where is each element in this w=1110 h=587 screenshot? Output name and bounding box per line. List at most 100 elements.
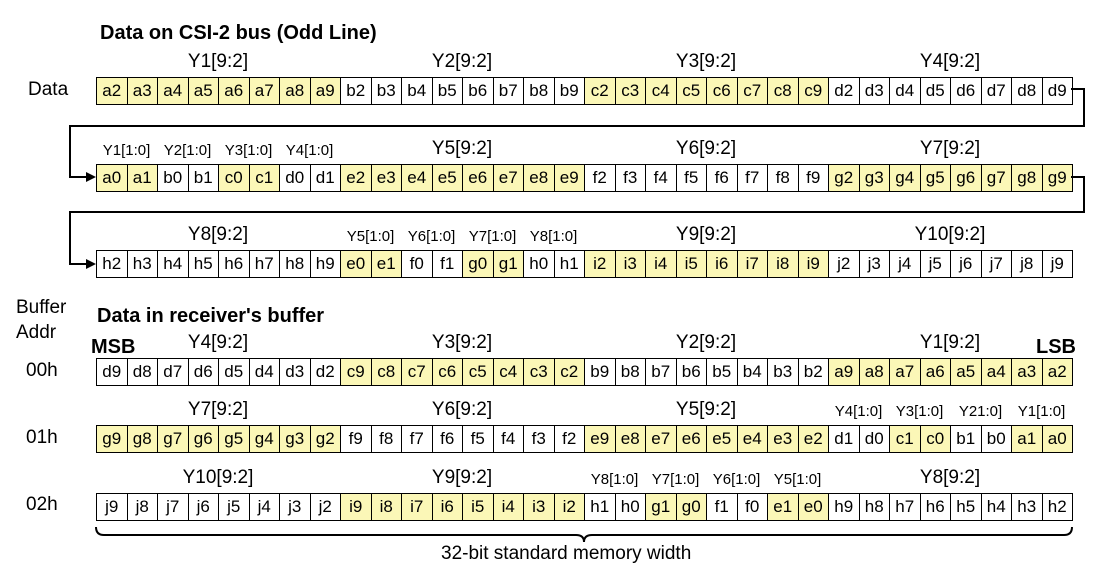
csi-row-2-bit-cell: c0 (218, 164, 250, 192)
csi-row-3-bit-cell: h0 (523, 250, 555, 278)
buffer-row-02h-bit-cell: j2 (309, 493, 341, 521)
buffer-row-02h-bit-cell: h1 (584, 493, 616, 521)
width-brace (95, 526, 1073, 543)
csi-row-1-bit-cell: a2 (96, 77, 128, 105)
csi-row-2-field-label: Y5[9:2] (431, 138, 493, 159)
buffer-row-00h-bit-cell: c7 (401, 358, 433, 386)
csi-row-3-bit-cell: h7 (248, 250, 280, 278)
wrap-arrow-2 (69, 176, 1085, 265)
buffer-row-00h-bit-cell: d7 (157, 358, 189, 386)
buffer-row-00h-bit-cell: c4 (492, 358, 524, 386)
csi-row-1-bit-cell: a7 (248, 77, 280, 105)
buffer-row-02h-field-label: Y6[1:0] (712, 471, 761, 488)
buffer-row-02h-bit-cell: j4 (248, 493, 280, 521)
buffer-row-00h-field-label: Y4[9:2] (187, 332, 249, 353)
csi-row-1-bit-cell: d4 (889, 77, 921, 105)
csi-row-3-bit-cell: j5 (919, 250, 951, 278)
buffer-row-00h-bit-cell: d3 (279, 358, 311, 386)
csi-row-2-bit-cell: g3 (858, 164, 890, 192)
csi-row-2-bit-cell: e2 (340, 164, 372, 192)
buffer-row-01h-bit-cell: f4 (492, 425, 524, 453)
buffer-row-01h-field-label: Y21:0] (958, 403, 1003, 420)
buffer-addr-label-line2: Addr (16, 322, 57, 343)
csi-row-3-bit-cell: i6 (706, 250, 738, 278)
csi-row-2-bit-cell: f4 (645, 164, 677, 192)
buffer-row-00h-bit-cell: b8 (614, 358, 646, 386)
csi-row-3-bit-cell: i5 (675, 250, 707, 278)
csi-row-2-bit-cell: g4 (889, 164, 921, 192)
buffer-row-01h-bit-cell: g6 (187, 425, 219, 453)
csi-row-3-bit-cell: j4 (889, 250, 921, 278)
csi-row-1-bit-cell: b3 (370, 77, 402, 105)
csi-row-3-field-label: Y5[1:0] (346, 228, 395, 245)
buffer-row-02h-bit-cell: i9 (340, 493, 372, 521)
csi-row-3-bit-cell: h4 (157, 250, 189, 278)
buffer-row-01h-bit-cell: e9 (584, 425, 616, 453)
csi-row-3-bit-cell: j3 (858, 250, 890, 278)
lsb-label: LSB (1036, 336, 1076, 358)
csi-row-1-bit-cell: d5 (919, 77, 951, 105)
buffer-row-01h-bit-cell: e8 (614, 425, 646, 453)
arrowhead-1 (86, 172, 96, 182)
csi-row-3-bit-cell: g0 (462, 250, 494, 278)
buffer-title: Data in receiver's buffer (97, 305, 325, 327)
csi-row-3-bit-cell: h8 (279, 250, 311, 278)
csi-row-2-field-label: Y6[9:2] (675, 138, 737, 159)
buffer-row-01h-bit-cell: g9 (96, 425, 128, 453)
buffer-row-00h-bit-cell: c5 (462, 358, 494, 386)
csi-row-3-field-label: Y8[9:2] (187, 224, 249, 245)
csi-row-1-bit-cell: a4 (157, 77, 189, 105)
buffer-row-00h-field-label: Y2[9:2] (675, 332, 737, 353)
buffer-row-01h-bit-cell: c0 (919, 425, 951, 453)
csi-row-2-bit-cell: g9 (1041, 164, 1073, 192)
csi-row-3-bit-cell: i3 (614, 250, 646, 278)
csi-row-3-bit-cell: e1 (370, 250, 402, 278)
buffer-row-00h-bit-cell: c8 (370, 358, 402, 386)
buffer-row-01h-bit-cell: d0 (858, 425, 890, 453)
buffer-row-01h-field-label: Y3[1:0] (895, 403, 944, 420)
csi-row-2-bit-cell: f9 (797, 164, 829, 192)
buffer-row-01h-bit-cell: e7 (645, 425, 677, 453)
csi-row-3-bit-cell: i8 (767, 250, 799, 278)
csi-row-3-bit-cell: i7 (736, 250, 768, 278)
csi-row-2-bit-cell: g8 (1011, 164, 1043, 192)
buffer-row-02h-field-label: Y7[1:0] (651, 471, 700, 488)
csi-row-1-bit-cell: b9 (553, 77, 585, 105)
csi-row-1-bit-cell: d2 (828, 77, 860, 105)
csi-row-1-bit-cell: b5 (431, 77, 463, 105)
csi-row-2-field-label: Y7[9:2] (919, 138, 981, 159)
buffer-row-00h-bit-cell: a4 (980, 358, 1012, 386)
buffer-row-01h-field-label: Y4[1:0] (834, 403, 883, 420)
buffer-row-00h-bit-cell: a9 (828, 358, 860, 386)
csi-row-1-bit-cell: d7 (980, 77, 1012, 105)
buffer-row-02h-bit-cell: g1 (645, 493, 677, 521)
buffer-row-01h-bit-cell: b1 (950, 425, 982, 453)
csi-row-3-bit-cell: h3 (126, 250, 158, 278)
buffer-row-02h-field-label: Y9[9:2] (431, 467, 493, 488)
buffer-row-01h-bit-cell: f9 (340, 425, 372, 453)
csi-row-3-field-label: Y8[1:0] (529, 228, 578, 245)
csi-row-1-field-label: Y1[9:2] (187, 51, 249, 72)
csi-row-3-bit-cell: e0 (340, 250, 372, 278)
csi-row-3-bit-cell: h1 (553, 250, 585, 278)
csi-row-2-bit-cell: g2 (828, 164, 860, 192)
csi-row-3-bit-cell: f1 (431, 250, 463, 278)
buffer-row-02h-field-label: Y10[9:2] (182, 467, 254, 488)
csi-row-2-bit-cell: a0 (96, 164, 128, 192)
buffer-row-01h-bit-cell: e6 (675, 425, 707, 453)
buffer-row-01h-bit-cell: g2 (309, 425, 341, 453)
csi-row-1-field-label: Y3[9:2] (675, 51, 737, 72)
csi-row-2-bit-cell: b1 (187, 164, 219, 192)
buffer-row-01h-bit-cell: g4 (248, 425, 280, 453)
buffer-row-01h-field-label: Y7[9:2] (187, 399, 249, 420)
buffer-row-01h-bit-cell: f3 (523, 425, 555, 453)
buffer-row-00h-bit-cell: d4 (248, 358, 280, 386)
csi-row-1-bit-cell: c6 (706, 77, 738, 105)
buffer-row-01h-bit-cell: e3 (767, 425, 799, 453)
buffer-row-00h-bit-cell: b5 (706, 358, 738, 386)
buffer-row-00h-bit-cell: b7 (645, 358, 677, 386)
csi-row-3-bit-cell: h2 (96, 250, 128, 278)
buffer-row-00h-bit-cell: a6 (919, 358, 951, 386)
buffer-address-00h: 00h (26, 360, 58, 381)
csi-title: Data on CSI-2 bus (Odd Line) (100, 22, 377, 44)
